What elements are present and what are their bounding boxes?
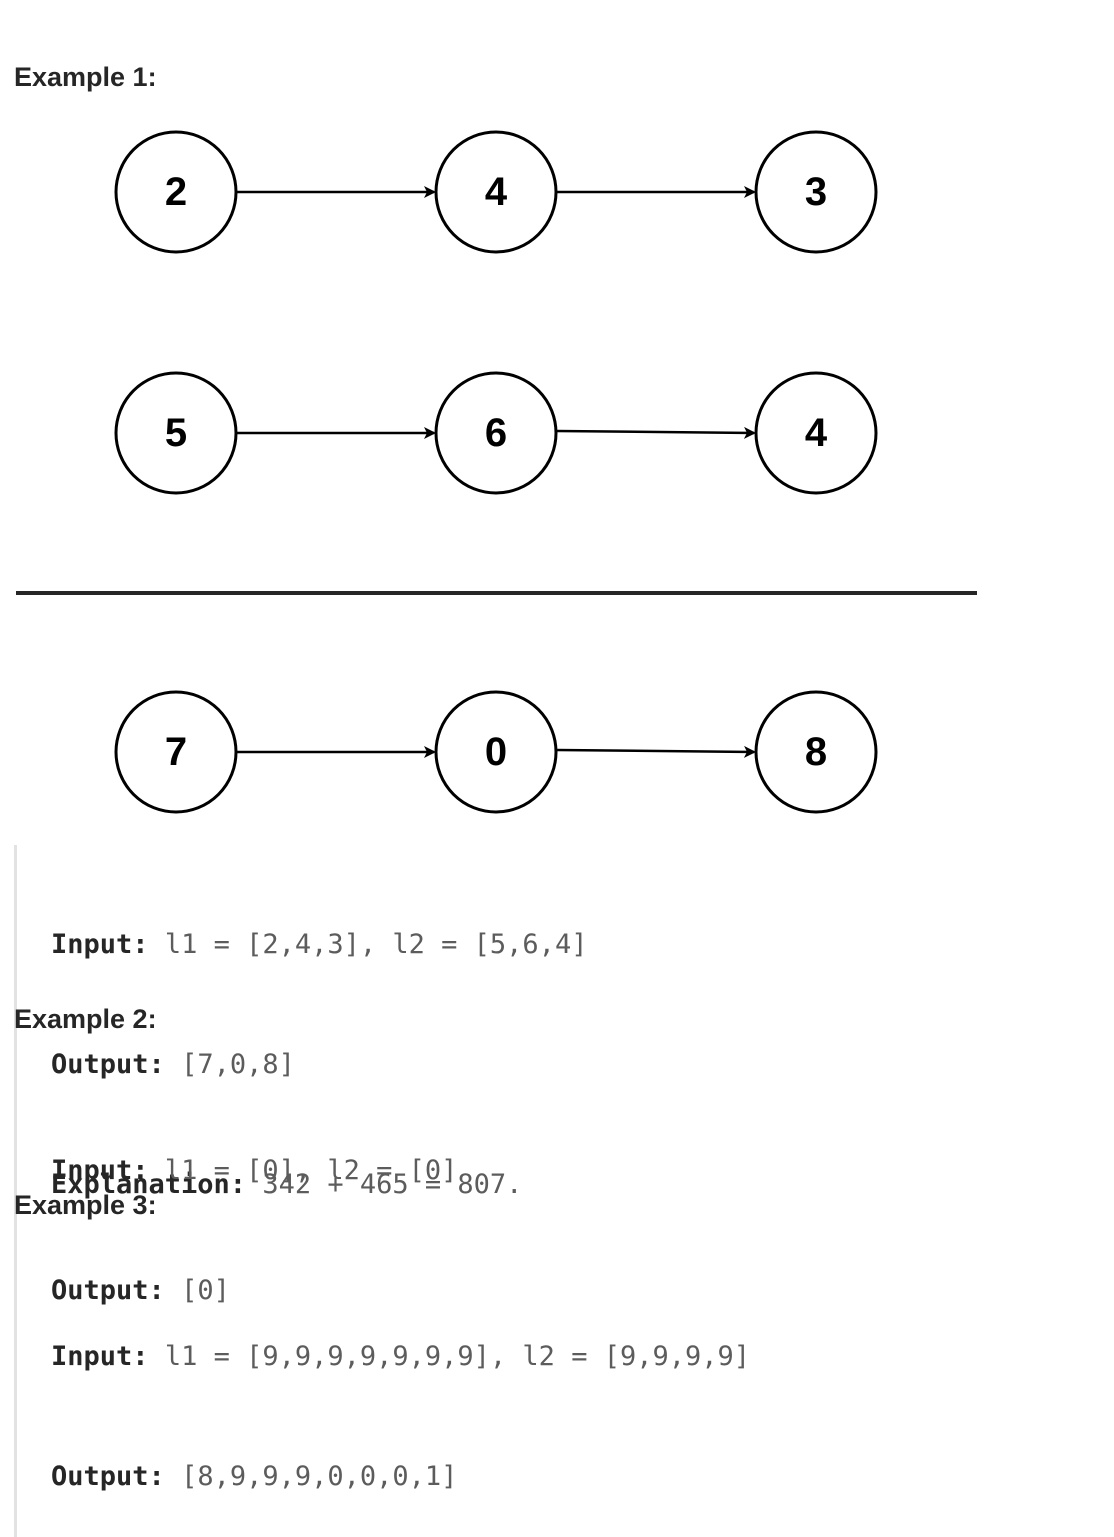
example-3-block: Input: l1 = [9,9,9,9,9,9,9], l2 = [9,9,9… — [14, 1257, 750, 1537]
node-value: 2 — [165, 170, 187, 214]
output-line: Output: [7,0,8] — [51, 1045, 587, 1085]
explanation-line: Explanation: 342 + 465 = 807. — [51, 1165, 587, 1205]
list-l1: 2 4 3 — [114, 130, 878, 254]
example-1-heading: Example 1: — [14, 62, 157, 92]
list-result: 7 0 8 — [114, 690, 878, 814]
example-3-heading: Example 3: — [14, 1190, 157, 1220]
node-value: 4 — [485, 170, 508, 214]
input-line: Input: l1 = [2,4,3], l2 = [5,6,4] — [51, 925, 587, 965]
node-value: 4 — [805, 411, 828, 455]
input-value: l1 = [0], l2 = [0] — [164, 1155, 458, 1186]
node-value: 8 — [805, 730, 827, 774]
list-node: 5 — [114, 371, 238, 495]
explanation-value: 342 + 465 = 807. — [262, 1169, 523, 1200]
output-line: Output: [8,9,9,9,0,0,0,1] — [51, 1457, 750, 1497]
node-value: 7 — [165, 730, 187, 774]
example-2-block: Input: l1 = [0], l2 = [0] Output: [0] — [14, 1071, 457, 1351]
list-node: 3 — [754, 130, 878, 254]
output-label: Output: — [51, 1461, 165, 1492]
list-node: 0 — [434, 690, 558, 814]
input-line: Input: l1 = [0], l2 = [0] — [51, 1151, 457, 1191]
output-label: Output: — [51, 1049, 165, 1080]
input-value: l1 = [9,9,9,9,9,9,9], l2 = [9,9,9,9] — [164, 1341, 751, 1372]
input-value: l1 = [2,4,3], l2 = [5,6,4] — [164, 929, 588, 960]
output-value: [8,9,9,9,0,0,0,1] — [181, 1461, 458, 1492]
edge-arrow — [556, 745, 756, 758]
output-value: [0] — [181, 1275, 230, 1306]
node-value: 6 — [485, 411, 507, 455]
input-label: Input: — [51, 929, 149, 960]
input-label: Input: — [51, 1341, 149, 1372]
list-node: 4 — [434, 130, 558, 254]
list-node: 4 — [754, 371, 878, 495]
example-2-heading: Example 2: — [14, 1004, 157, 1034]
list-node: 7 — [114, 690, 238, 814]
list-node: 8 — [754, 690, 878, 814]
edge-arrow — [556, 426, 756, 439]
input-label: Input: — [51, 1155, 149, 1186]
example-1-block: Input: l1 = [2,4,3], l2 = [5,6,4] Output… — [14, 845, 587, 1245]
output-value: [7,0,8] — [181, 1049, 295, 1080]
node-value: 0 — [485, 730, 507, 774]
list-l2: 5 6 4 — [114, 371, 878, 495]
output-label: Output: — [51, 1275, 165, 1306]
explanation-label: Explanation: — [51, 1169, 247, 1200]
linked-list-diagram: 2 4 3 5 6 4 7 — [16, 130, 977, 814]
input-line: Input: l1 = [9,9,9,9,9,9,9], l2 = [9,9,9… — [51, 1337, 750, 1377]
list-node: 6 — [434, 371, 558, 495]
node-value: 3 — [805, 170, 827, 214]
output-line: Output: [0] — [51, 1271, 457, 1311]
node-value: 5 — [165, 411, 187, 455]
list-node: 2 — [114, 130, 238, 254]
